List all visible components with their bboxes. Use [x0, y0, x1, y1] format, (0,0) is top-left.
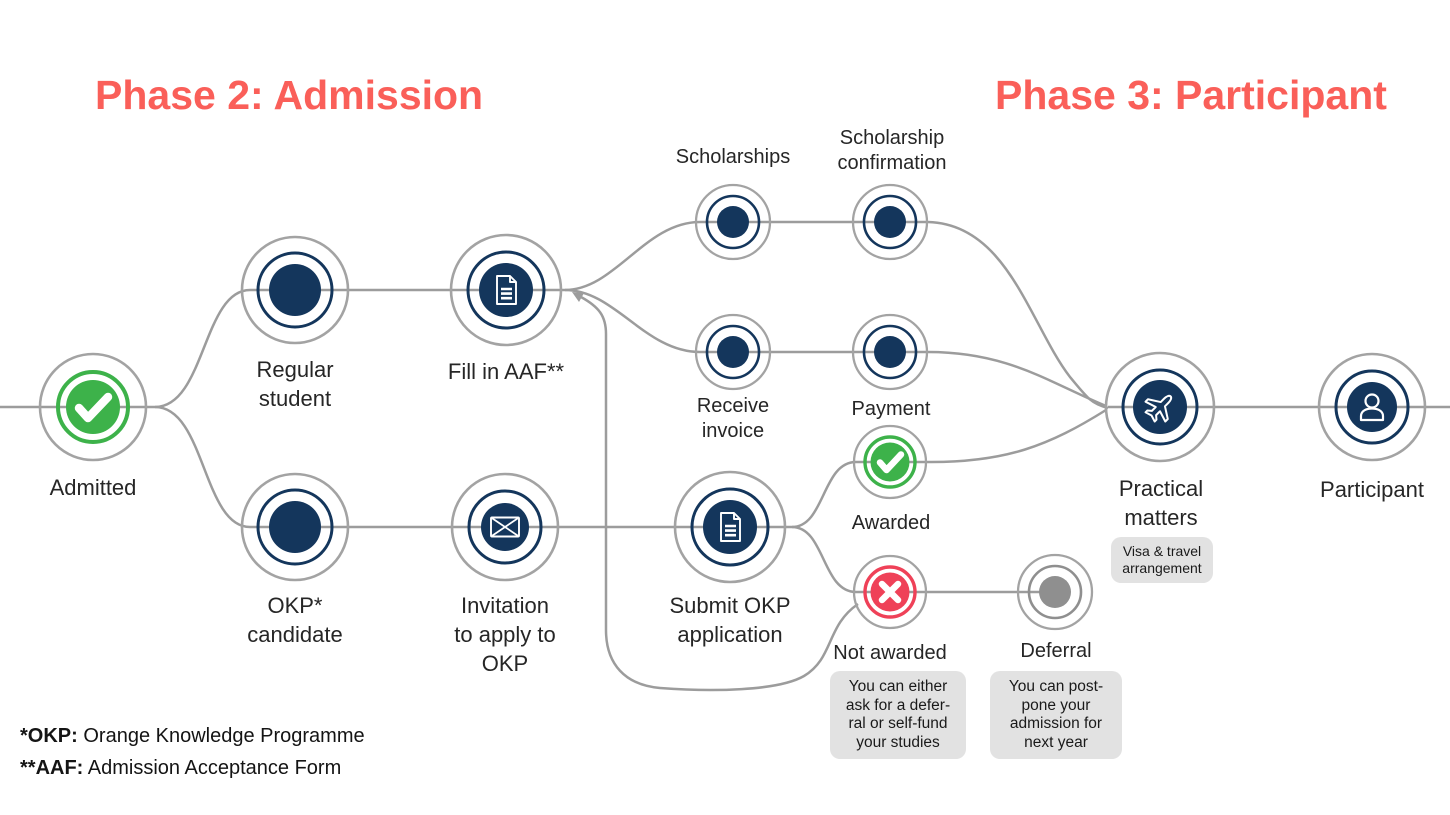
dot-icon: [269, 501, 321, 553]
dot-icon: [717, 206, 749, 238]
node-ring: [1027, 564, 1083, 620]
footnote-aaf: **AAF: Admission Acceptance Form: [20, 752, 365, 784]
node-outer-circle: [694, 183, 772, 261]
node-ring: [690, 487, 770, 567]
node-ring: [1334, 369, 1410, 445]
phase-3-title: Phase 3: Participant: [995, 72, 1387, 118]
node-label-okp-candidate: OKP* candidate: [247, 593, 343, 647]
footnote-aaf-definition: Admission Acceptance Form: [83, 757, 342, 779]
edge-notawarded-loop-to-aaf: [580, 295, 859, 692]
note-deferral: You can post- pone your admission for ne…: [990, 671, 1122, 759]
node-label-regular-student: Regular student: [256, 357, 334, 411]
node-label-admitted: Admitted: [49, 475, 137, 500]
node-ring: [466, 250, 546, 330]
footnote-okp-definition: Orange Knowledge Programme: [77, 725, 365, 747]
node-label-receive-invoice: Receive invoice: [696, 395, 770, 442]
dot-icon: [717, 336, 749, 368]
node-ring: [863, 435, 917, 489]
envelope-icon: [490, 516, 520, 538]
node-label-invitation: Invitation to apply to OKP: [454, 593, 556, 676]
node-payment: [851, 313, 929, 391]
check-icon: [74, 392, 113, 423]
node-outer-circle: [851, 313, 929, 391]
dot-icon: [269, 264, 321, 316]
node-outer-circle: [852, 424, 928, 500]
node-outer-circle: [240, 472, 350, 582]
node-outer-circle: [38, 352, 148, 462]
node-ring: [467, 489, 543, 565]
footnote-okp-term: *OKP:: [20, 725, 78, 747]
node-outer-circle: [240, 235, 350, 345]
node-outer-circle: [1317, 352, 1427, 462]
node-awarded: [852, 424, 928, 500]
x-icon: [878, 580, 902, 604]
person-icon: [1359, 393, 1385, 422]
edge-submit-to-notawarded-to-deferral: [791, 525, 1056, 594]
node-not-awarded: [852, 554, 928, 630]
node-practical-matters: [1104, 351, 1216, 463]
node-fill-in-aaf: [449, 233, 563, 347]
phase-2-title: Phase 2: Admission: [95, 72, 484, 118]
node-scholarship-confirmation: [851, 183, 929, 261]
node-label-scholarship-confirmation: Scholarship confirmation: [837, 127, 947, 174]
edge-aaf-to-scholarships-to-practical: [564, 220, 1109, 410]
node-deferral: [1016, 553, 1094, 631]
node-scholarships: [694, 183, 772, 261]
node-ring: [705, 194, 761, 250]
node-label-awarded: Awarded: [851, 512, 931, 534]
loop-arrowhead-icon: [572, 292, 584, 302]
note-visa-travel: Visa & travel arrangement: [1111, 537, 1213, 583]
edge-submit-to-awarded-to-practical: [791, 408, 1107, 529]
node-outer-circle: [852, 554, 928, 630]
node-outer-circle: [450, 472, 560, 582]
node-participant: [1317, 352, 1427, 462]
edge-aaf-to-invoice-to-practical: [564, 288, 1107, 408]
document-icon: [496, 275, 517, 305]
node-ring: [256, 251, 334, 329]
node-ring: [862, 324, 918, 380]
node-outer-circle: [1016, 553, 1094, 631]
node-ring: [1121, 368, 1199, 446]
node-label-participant: Participant: [1320, 477, 1424, 502]
plane-icon: [1144, 394, 1173, 423]
node-outer-circle: [694, 313, 772, 391]
node-outer-circle: [673, 470, 787, 584]
node-ring: [256, 488, 334, 566]
node-ring: [863, 565, 917, 619]
node-outer-circle: [851, 183, 929, 261]
dot-icon: [874, 336, 906, 368]
node-label-scholarships: Scholarships: [675, 146, 791, 168]
node-label-fill-in-aaf: Fill in AAF**: [447, 359, 565, 384]
node-outer-circle: [1104, 351, 1216, 463]
node-ring: [862, 194, 918, 250]
node-invitation: [450, 472, 560, 582]
node-label-practical-matters: Practical matters: [1118, 476, 1204, 530]
node-admitted: [38, 352, 148, 462]
node-ring: [705, 324, 761, 380]
node-okp-candidate: [240, 472, 350, 582]
node-label-deferral: Deferral: [1020, 640, 1092, 662]
footnotes: *OKP: Orange Knowledge Programme **AAF: …: [20, 720, 365, 784]
node-outer-circle: [449, 233, 563, 347]
node-label-not-awarded: Not awarded: [833, 642, 947, 664]
node-regular-student: [240, 235, 350, 345]
dot-icon: [1039, 576, 1071, 608]
node-submit-okp: [673, 470, 787, 584]
node-label-submit-okp: Submit OKP application: [669, 593, 791, 647]
footnote-okp: *OKP: Orange Knowledge Programme: [20, 720, 365, 752]
note-not-awarded: You can either ask for a defer- ral or s…: [830, 671, 966, 759]
plane-icon: [1133, 380, 1187, 434]
footnote-aaf-term: **AAF:: [20, 757, 84, 779]
node-receive-invoice: [694, 313, 772, 391]
node-ring: [56, 370, 130, 444]
dot-icon: [874, 206, 906, 238]
check-icon: [876, 451, 905, 474]
document-icon: [720, 512, 741, 542]
node-label-payment: Payment: [851, 398, 931, 420]
